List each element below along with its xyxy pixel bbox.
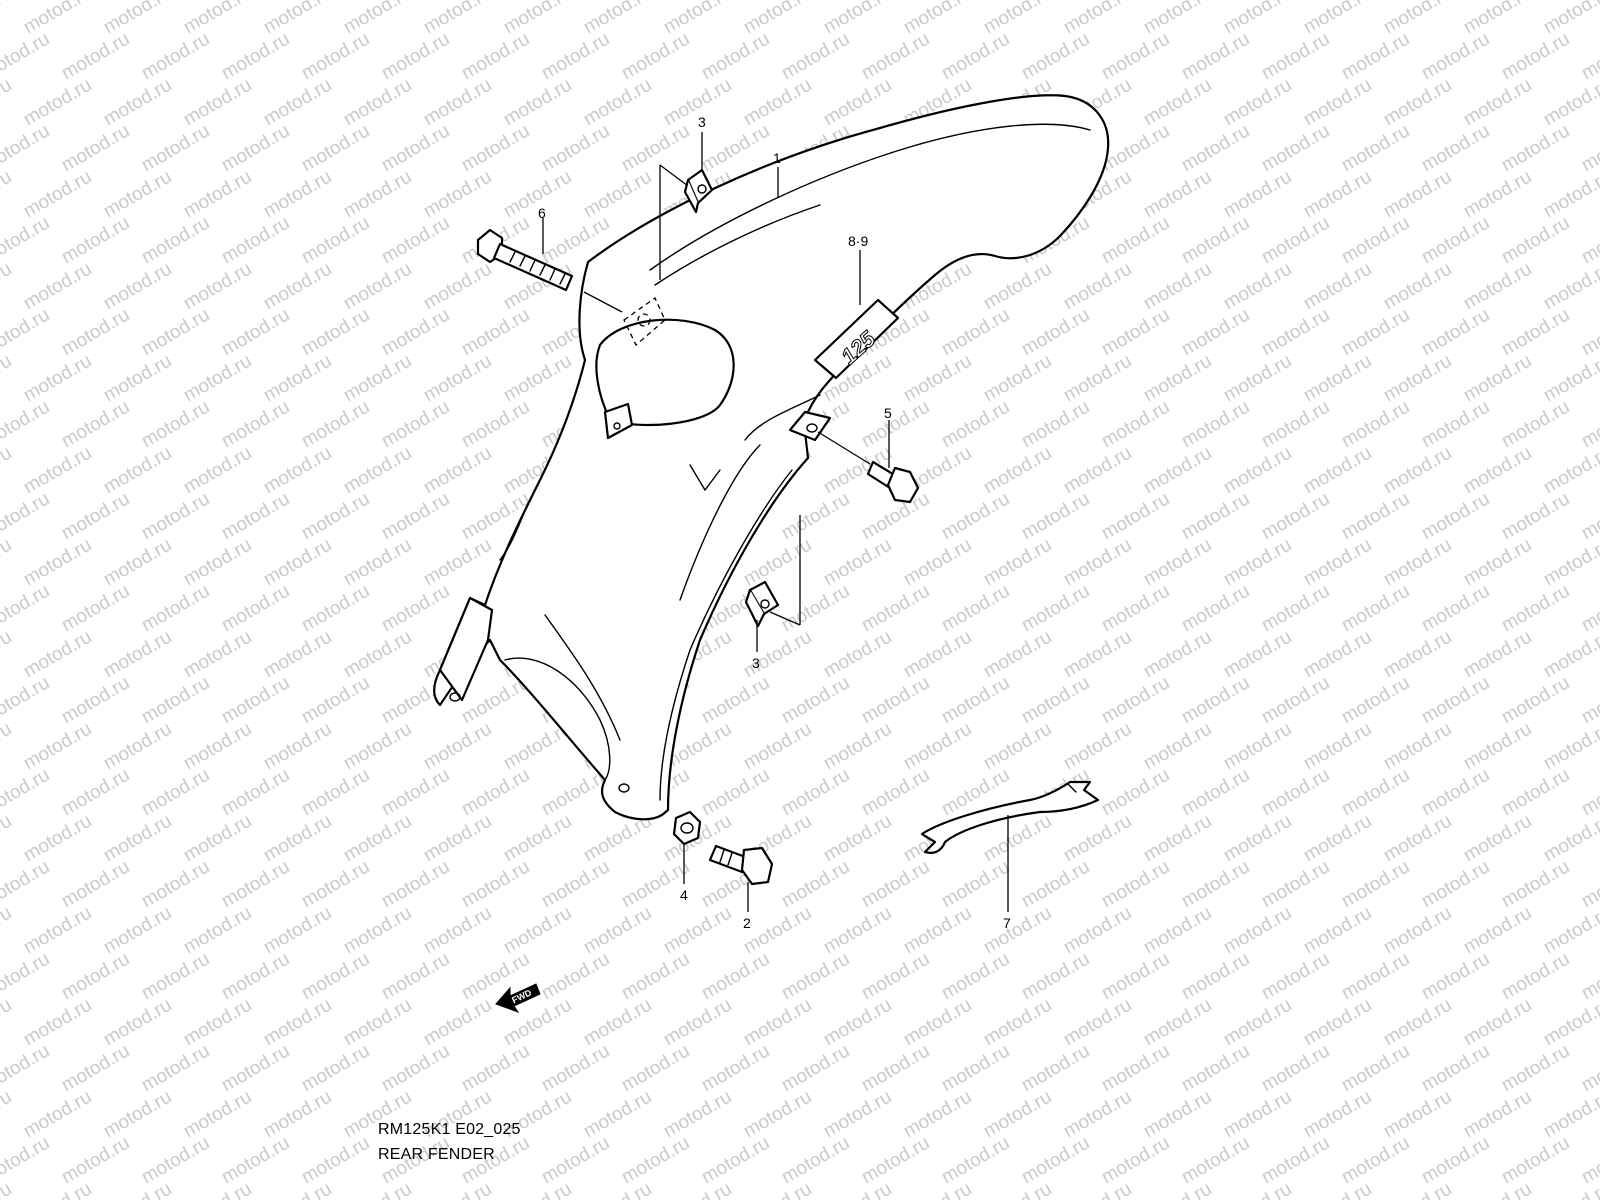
- bolt-part-6: [476, 228, 623, 313]
- forward-direction-arrow: FWD: [495, 983, 541, 1013]
- diagram-code-caption: RM125K1 E02_025: [378, 1121, 521, 1138]
- diagram-title-caption: REAR FENDER: [378, 1146, 495, 1163]
- callout-8-9: 8·9: [848, 233, 868, 249]
- callout-3-upper: 3: [698, 114, 706, 130]
- spanner-part-7: [920, 780, 1100, 854]
- bolt-part-2: [708, 844, 774, 886]
- nut-part-4: [672, 810, 702, 846]
- callout-3-lower: 3: [752, 655, 760, 671]
- bolt-part-5: [817, 431, 920, 504]
- clip-nut-part-3-lower: [744, 515, 801, 628]
- callout-5: 5: [884, 405, 892, 421]
- callout-7: 7: [1003, 915, 1011, 931]
- callout-4: 4: [680, 887, 688, 903]
- callout-1: 1: [773, 150, 781, 166]
- rear-fender-part-1: 125: [433, 94, 1110, 821]
- callout-6: 6: [538, 205, 546, 221]
- callout-2: 2: [743, 915, 751, 931]
- clip-nut-part-3-upper: [683, 168, 714, 214]
